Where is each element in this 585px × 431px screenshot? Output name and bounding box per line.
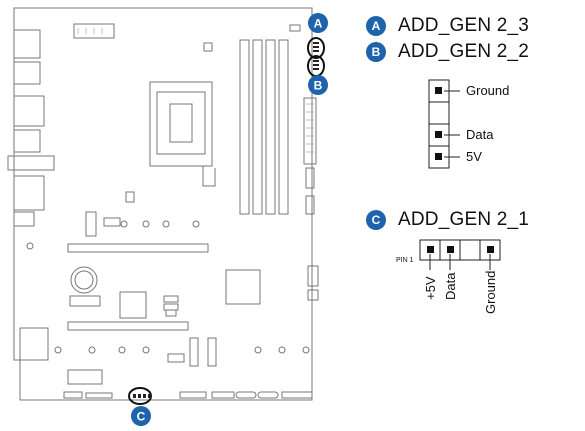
board-badge-b: B [308, 75, 328, 95]
motherboard-diagram: A B C [7, 7, 328, 426]
atx-power-connector [303, 97, 317, 165]
legend-row-a: A ADD_GEN 2_3 [366, 14, 529, 38]
legend-badge-c: C [366, 210, 386, 230]
vertical-pin-square [435, 131, 442, 138]
rear-io-block [13, 129, 41, 153]
cpu-socket-inner [156, 91, 206, 155]
rear-io-block [13, 61, 41, 85]
front-panel-header [63, 391, 83, 399]
legend-row-b: B ADD_GEN 2_2 [366, 40, 529, 64]
board-badge-c-label: C [137, 410, 146, 424]
board-badge-a-label: A [314, 17, 323, 31]
vertical-pin-label-data: Data [466, 127, 494, 142]
cmos-battery [70, 266, 98, 294]
vertical-header-pinout [428, 79, 460, 169]
board-outline [13, 7, 313, 401]
rear-io-block [7, 155, 55, 171]
horizontal-pin-label-data: Data [443, 272, 458, 300]
dimm-slot [265, 39, 276, 215]
vertical-pin-square [435, 87, 442, 94]
legend-text-b: ADD_GEN 2_2 [398, 41, 530, 62]
vertical-pin-label-ground: Ground [466, 83, 510, 98]
rear-io-block [13, 175, 45, 211]
vertical-pin-cell [428, 101, 450, 125]
cpu-power-connector [73, 23, 115, 39]
pcie-slot [67, 243, 209, 253]
horizontal-pin-square [427, 246, 434, 253]
horizontal-pin-label-5v: +5V [423, 276, 438, 301]
legend-text-c: ADD_GEN 2_1 [398, 209, 530, 230]
legend-row-c: C ADD_GEN 2_1 [366, 208, 529, 232]
horizontal-pin-square [447, 246, 454, 253]
horizontal-pin-label-ground: Ground [483, 270, 498, 314]
legend-text-a: ADD_GEN 2_3 [398, 15, 530, 36]
dimm-slot [252, 39, 263, 215]
pin1-label: PIN 1 [396, 257, 414, 264]
dimm-slot [239, 39, 250, 215]
cpu-socket [149, 81, 213, 167]
horizontal-pin-cell [459, 239, 481, 261]
chipset [119, 291, 147, 319]
horizontal-pin-square [487, 246, 494, 253]
header-a-highlight [307, 37, 325, 59]
board-badge-b-label: B [314, 79, 323, 93]
dimm-slot [278, 39, 289, 215]
rear-io-block [13, 211, 35, 227]
vertical-pin-label-5v: 5V [466, 149, 482, 164]
vertical-pin-square [435, 153, 442, 160]
rear-io-block [13, 29, 41, 59]
legend-badge-a: A [366, 16, 386, 36]
board-badge-c: C [131, 406, 151, 426]
pcie-slot [67, 321, 189, 331]
legend-badge-b: B [366, 42, 386, 62]
rear-io-block [13, 95, 45, 127]
horizontal-header-pinout [419, 239, 501, 270]
board-badge-a: A [308, 13, 328, 33]
